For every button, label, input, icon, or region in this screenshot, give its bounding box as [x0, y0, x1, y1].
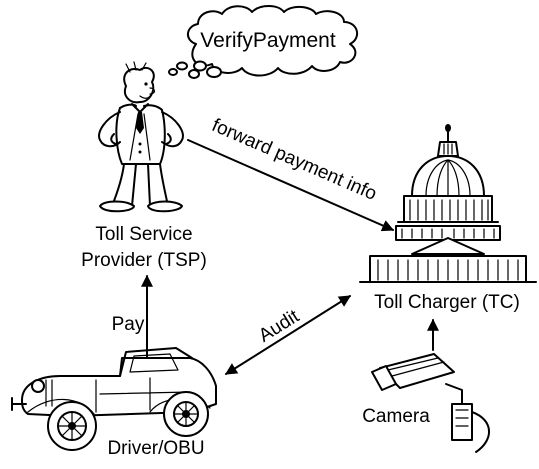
- driver-to-tsp-label: Pay: [112, 314, 145, 335]
- thought-cloud: [187, 5, 359, 77]
- thought-dot: [168, 68, 178, 76]
- driver-label: Driver/OBU: [107, 438, 204, 459]
- thought-text: VerifyPayment: [200, 29, 336, 52]
- capitol-building-icon: [359, 124, 537, 283]
- arrow-tsp-to-tc: [187, 139, 395, 232]
- thought-dot: [188, 69, 200, 79]
- tsp-figure: [98, 61, 184, 213]
- thought-bubble: VerifyPayment: [168, 5, 359, 79]
- tsp-label-line2: Provider (TSP): [81, 250, 207, 271]
- camera-icon: [371, 353, 490, 453]
- tsp-label-line1: Toll Service: [95, 224, 192, 245]
- car-icon: [11, 347, 217, 451]
- arrow-driver-tc: [224, 295, 352, 375]
- tc-label: Toll Charger (TC): [374, 292, 520, 313]
- thought-dot: [193, 60, 207, 72]
- thought-dot: [176, 61, 188, 71]
- camera-label: Camera: [362, 406, 430, 427]
- thought-dot: [206, 66, 222, 78]
